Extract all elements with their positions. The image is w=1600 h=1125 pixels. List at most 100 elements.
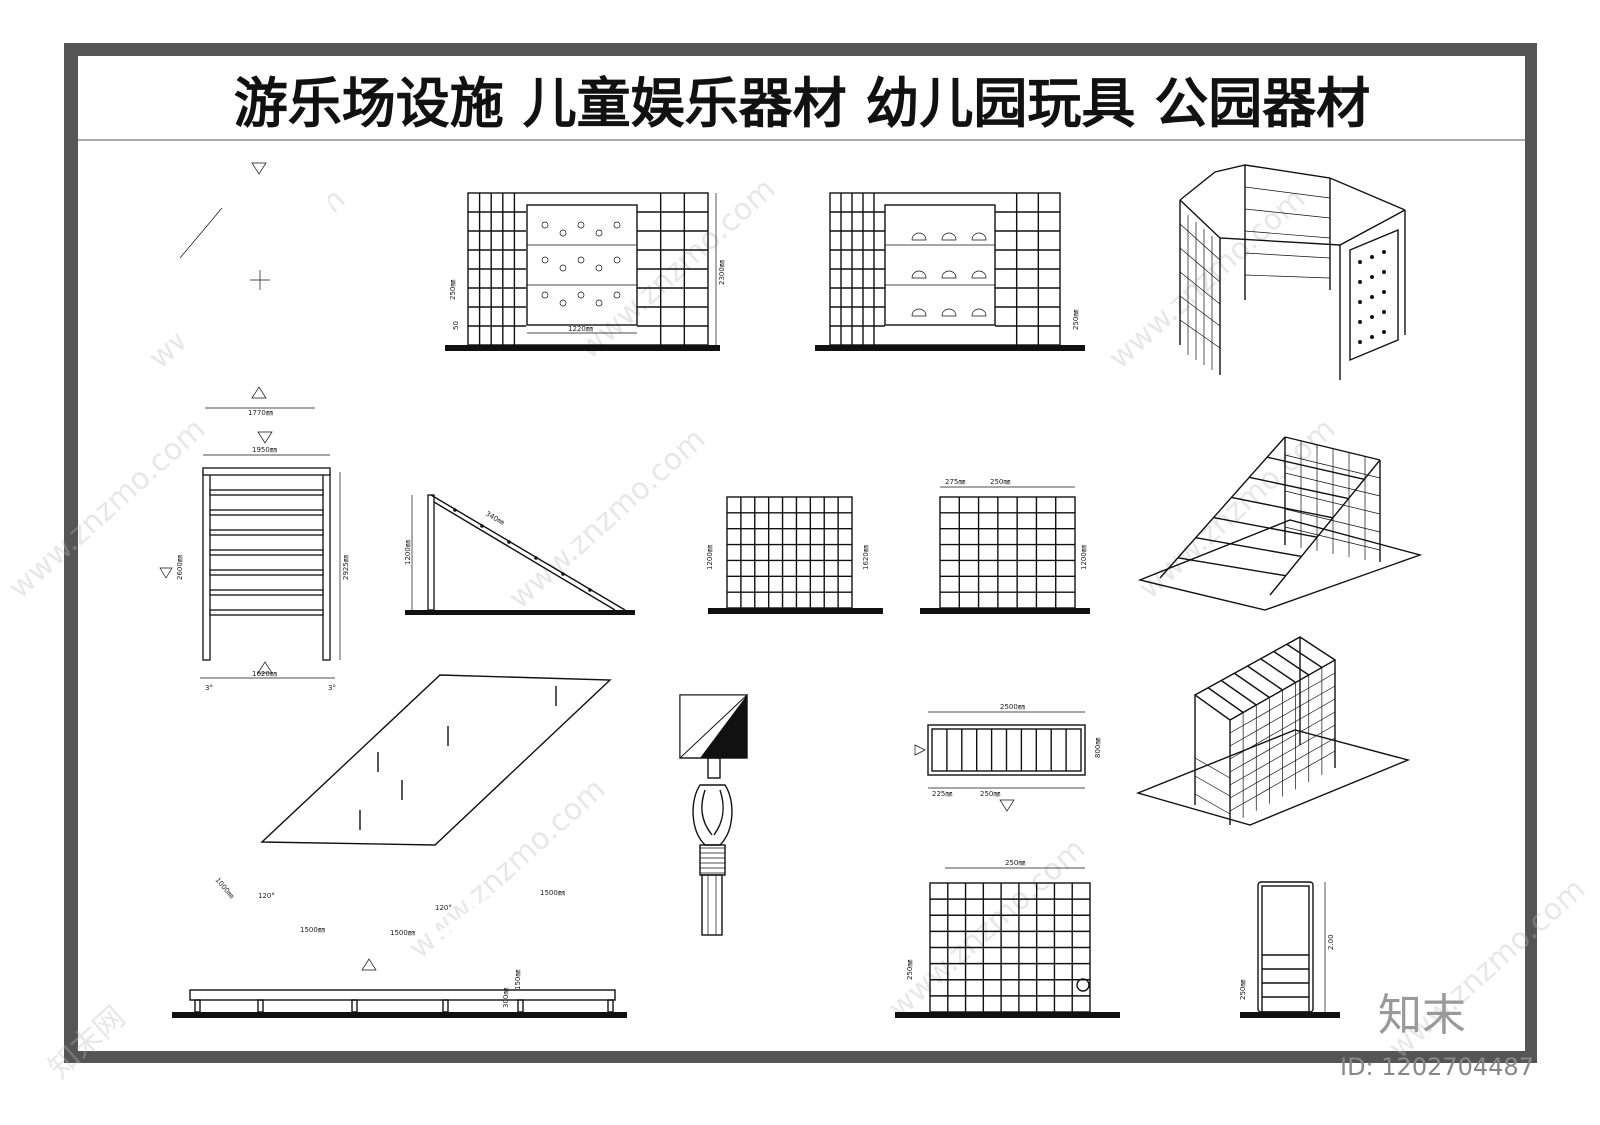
wall2-spacing-label: 250㎜: [1072, 310, 1080, 330]
beam-post: [194, 999, 201, 1013]
bridge-spacing-label: 250㎜: [980, 790, 1000, 798]
iso-rail: [1244, 252, 1331, 259]
ladder-rung: [209, 549, 324, 556]
iso-rail: [1244, 230, 1331, 239]
climbing-hold: [1358, 300, 1362, 304]
page-title: 游乐场设施 儿童娱乐器材 幼儿园玩具 公园器材: [234, 72, 1370, 135]
cube-frame-isometric: [1135, 636, 1411, 826]
aframe-rung: [1213, 516, 1318, 538]
climbing-hold: [941, 232, 957, 241]
net3-spacing-label: 250㎜: [1005, 859, 1025, 867]
ladder-angle-label-2: 3°: [328, 684, 336, 692]
door-height-label: 2.00: [1327, 934, 1335, 950]
ladder-rung: [209, 489, 324, 496]
iso-rail: [1244, 274, 1331, 279]
iso-rail: [1179, 271, 1221, 305]
aframe-net: [1284, 526, 1381, 551]
climbing-hold: [971, 308, 987, 317]
large-net-elevation: 250㎜ 250㎜: [895, 859, 1120, 1018]
climbing-hold: [613, 256, 621, 264]
cube-net-h: [1229, 685, 1336, 747]
climbing-hold: [577, 221, 585, 229]
bridge-width-label: 800㎜: [1094, 738, 1102, 758]
footer-image-id: ID: 1202704487: [1340, 1053, 1534, 1081]
ramp-hold: [507, 540, 511, 544]
beam-top-label: 150㎜: [514, 970, 522, 990]
climbing-hold: [595, 229, 603, 237]
beam-post: [517, 999, 524, 1013]
beam-post: [442, 999, 449, 1013]
cube-side-rung: [1194, 793, 1231, 815]
cube-top-bar: [1233, 672, 1270, 699]
net2-side-label: 275㎜: [945, 478, 965, 486]
beam-length-label-2: 1500㎜: [390, 929, 415, 937]
net-elevation: 1200㎜ 1620㎜: [706, 496, 883, 614]
aframe-net: [1284, 472, 1381, 497]
climbing-hold: [1382, 290, 1386, 294]
climbing-hold: [577, 256, 585, 264]
climbing-hold: [1358, 280, 1362, 284]
ramp-hold: [453, 508, 457, 512]
ladder-elevation: 1950㎜ 2925㎜ 2600㎜ 1620㎜ 3° 3°: [159, 431, 350, 692]
climbing-hold: [1382, 330, 1386, 334]
ladder-width-label: 1950㎜: [252, 446, 277, 454]
wall-base-label: 50: [452, 321, 460, 330]
hex-width-label: 1770㎜: [248, 409, 273, 417]
balance-beam-isometric: [260, 674, 612, 846]
square-net-elevation: 250㎜ 275㎜ 1200㎜: [920, 478, 1090, 614]
ladder-rung: [209, 609, 324, 616]
aframe-rung: [1195, 537, 1302, 558]
hexagon-plan: 1770㎜: [146, 162, 374, 417]
iso-rail: [1244, 208, 1331, 219]
aframe-net: [1284, 490, 1381, 515]
cube-net-h: [1229, 737, 1336, 799]
ramp-hold: [561, 572, 565, 576]
climbing-hold: [1382, 250, 1386, 254]
ramp-elevation: 1200㎜ 340㎜: [404, 494, 635, 615]
net-height-label-2: 1620㎜: [862, 545, 870, 570]
door-spacing-label: 250㎜: [1239, 980, 1247, 1000]
climbing-hold: [941, 270, 957, 279]
hex-isometric-view: [1179, 164, 1406, 380]
footer-brand: 知末: [1378, 990, 1466, 1041]
bridge-end-label: 225㎜: [932, 790, 952, 798]
climbing-hold: [1358, 340, 1362, 344]
climbing-hold: [595, 264, 603, 272]
beam-post: [607, 999, 614, 1013]
ladder-rung: [209, 569, 324, 576]
climbing-hold: [541, 256, 549, 264]
cube-top-bar: [1207, 687, 1244, 714]
climbing-hold: [1370, 335, 1374, 339]
climbing-hold: [541, 291, 549, 299]
ramp-hold: [588, 588, 592, 592]
climbing-hold: [911, 270, 927, 279]
climbing-hold: [559, 299, 567, 307]
climbing-hold: [971, 232, 987, 241]
beam-post: [351, 999, 358, 1013]
iso-rail: [1179, 247, 1221, 283]
cube-net-h: [1229, 698, 1336, 760]
climbing-hold: [1358, 260, 1362, 264]
ramp-hold: [480, 524, 484, 528]
climbing-hold: [1370, 295, 1374, 299]
aframe-net: [1284, 508, 1381, 533]
ladder-rung: [209, 589, 324, 596]
beam-angle-label: 120°: [258, 892, 275, 900]
climbing-hold: [911, 308, 927, 317]
a-frame-isometric: [1137, 436, 1423, 611]
cube-side-rung: [1194, 757, 1231, 779]
rope-knot-detail: [679, 694, 749, 936]
cube-top-bar: [1247, 665, 1283, 691]
cube-top-bar: [1220, 679, 1257, 706]
ladder-inner-label: 2600㎜: [176, 555, 184, 580]
ladder-angle-label: 3°: [205, 684, 213, 692]
iso-rail: [1244, 186, 1331, 199]
aframe-rung: [1249, 476, 1349, 500]
cube-top-bar: [1273, 650, 1310, 676]
beam-length-label: 1500㎜: [300, 926, 325, 934]
net3-side-label: 250㎜: [906, 960, 914, 980]
climbing-hold: [1358, 320, 1362, 324]
cube-net-h: [1229, 672, 1336, 734]
beam-post: [257, 999, 264, 1013]
